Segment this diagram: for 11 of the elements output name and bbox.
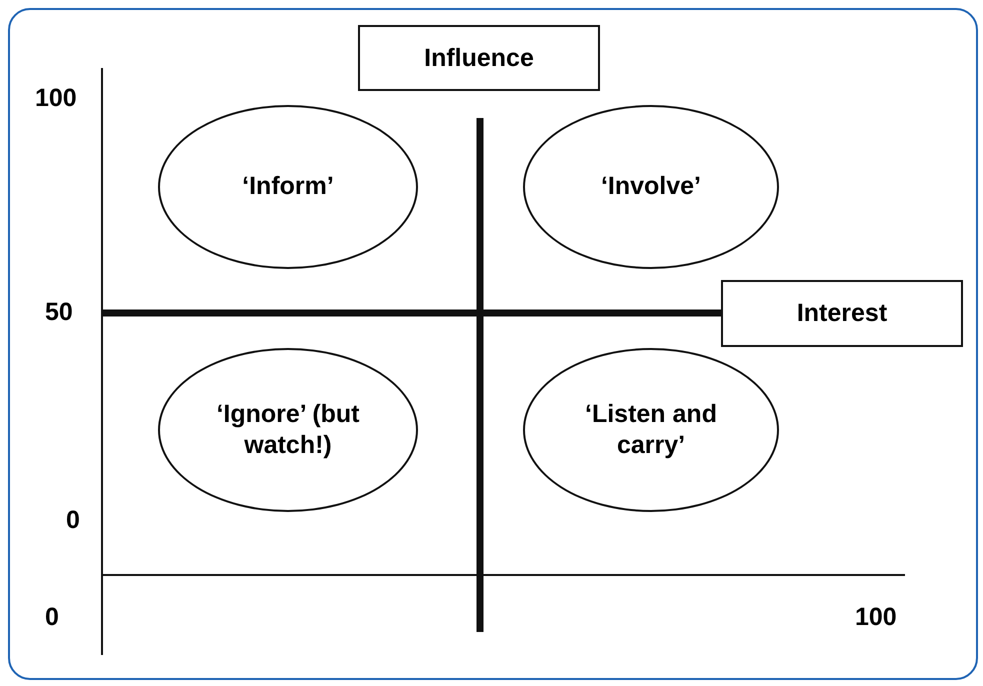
quadrant-oval: ‘Inform’ (158, 105, 418, 269)
axis-tick-label: 100 (35, 84, 77, 113)
axis-title-box: Influence (358, 25, 600, 91)
quadrant-oval: ‘Listen and carry’ (523, 348, 779, 512)
axis-tick-label: 100 (855, 603, 897, 632)
axis-title-box: Interest (721, 280, 963, 347)
axis-tick-label: 0 (45, 603, 59, 632)
axis-tick-label: 0 (66, 506, 80, 535)
quadrant-oval: ‘Ignore’ (but watch!) (158, 348, 418, 512)
axis-tick-label: 50 (45, 298, 73, 327)
quadrant-oval: ‘Involve’ (523, 105, 779, 269)
